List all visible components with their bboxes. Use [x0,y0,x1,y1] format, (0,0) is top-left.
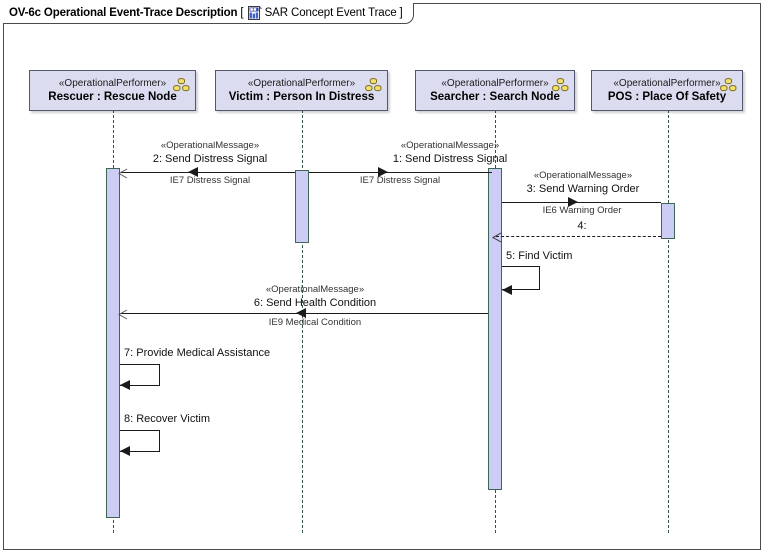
page-title: OV-6c Operational Event-Trace Descriptio… [9,7,238,19]
activation-bar-victim[interactable] [295,170,309,243]
message-2-stereotype: «OperationalMessage» [160,140,260,151]
bracket-close: ] [399,7,403,19]
lifeline-name: Searcher : Search Node [430,91,560,103]
message-3-arrowhead [568,197,578,207]
lifeline-head-victim[interactable]: «OperationalPerformer» Victim : Person I… [215,70,388,111]
lifeline-head-rescuer[interactable]: «OperationalPerformer» Rescuer : Rescue … [29,70,196,111]
message-4-line[interactable] [496,236,661,237]
operational-performer-icon [365,78,382,93]
message-5-arrowhead [502,285,512,295]
message-4-open-arrow [491,230,503,243]
lifeline-name: Rescuer : Rescue Node [48,91,177,103]
activation-bar-rescuer[interactable] [106,168,120,518]
message-3-stereotype: «OperationalMessage» [533,170,633,181]
bracket-open: [ [240,7,244,19]
message-7-arrowhead [120,380,130,390]
activation-bar-pos[interactable] [661,203,675,239]
diagram-frame-tab: OV-6c Operational Event-Trace Descriptio… [3,3,414,24]
message-2-labels: «OperationalMessage» 2: Send Distress Si… [120,140,300,166]
lifeline-line-victim [302,110,303,533]
message-8-self-loop[interactable] [120,430,160,452]
message-6-arrowhead [296,308,306,318]
message-1-name: 1: Send Distress Signal [392,153,508,165]
event-trace-diagram-icon [247,5,262,20]
lifeline-name: Victim : Person In Distress [228,91,375,103]
message-5-self-loop[interactable] [502,266,540,290]
operational-performer-icon [173,78,190,93]
message-3-line[interactable] [502,202,661,203]
lifeline-stereotype: «OperationalPerformer» [613,78,721,89]
lifeline-stereotype: «OperationalPerformer» [247,78,356,89]
lifeline-name: POS : Place Of Safety [607,91,727,103]
message-2-line[interactable] [121,172,295,173]
message-6-item: IE9 Medical Condition [268,317,362,328]
message-2-item: IE7 Distress Signal [169,175,251,186]
message-7-name: 7: Provide Medical Assistance [124,347,271,359]
activation-bar-searcher[interactable] [488,168,502,490]
message-2-open-arrow [117,166,129,179]
lifeline-head-searcher[interactable]: «OperationalPerformer» Searcher : Search… [415,70,575,111]
lifeline-stereotype: «OperationalPerformer» [58,78,167,89]
operational-performer-icon [720,78,737,93]
message-1-stereotype: «OperationalMessage» [400,140,500,151]
message-6-labels: «OperationalMessage» 6: Send Health Cond… [150,284,480,310]
message-8-name: 8: Recover Victim [124,413,210,425]
message-4-name: 4: [577,220,587,232]
lifeline-line-pos [668,110,669,533]
message-1-item: IE7 Distress Signal [359,175,441,186]
message-3-labels: «OperationalMessage» 3: Send Warning Ord… [503,170,663,196]
operational-performer-icon [552,78,569,93]
message-3-item: IE6 Warning Order [542,205,622,216]
message-1-line[interactable] [309,172,492,173]
message-1-labels: «OperationalMessage» 1: Send Distress Si… [310,140,590,166]
message-7-self-loop[interactable] [120,364,160,386]
message-2-name: 2: Send Distress Signal [152,153,268,165]
message-6-open-arrow [117,307,129,320]
message-6-name: 6: Send Health Condition [253,297,377,309]
message-3-name: 3: Send Warning Order [526,183,640,195]
message-8-arrowhead [120,446,130,456]
diagram-subtitle: SAR Concept Event Trace [264,7,397,19]
lifeline-stereotype: «OperationalPerformer» [441,78,549,89]
lifeline-head-pos[interactable]: «OperationalPerformer» POS : Place Of Sa… [591,70,743,111]
message-6-stereotype: «OperationalMessage» [265,284,365,295]
message-5-name: 5: Find Victim [506,250,573,262]
message-1-arrowhead [378,167,388,177]
message-2-arrowhead [188,167,198,177]
